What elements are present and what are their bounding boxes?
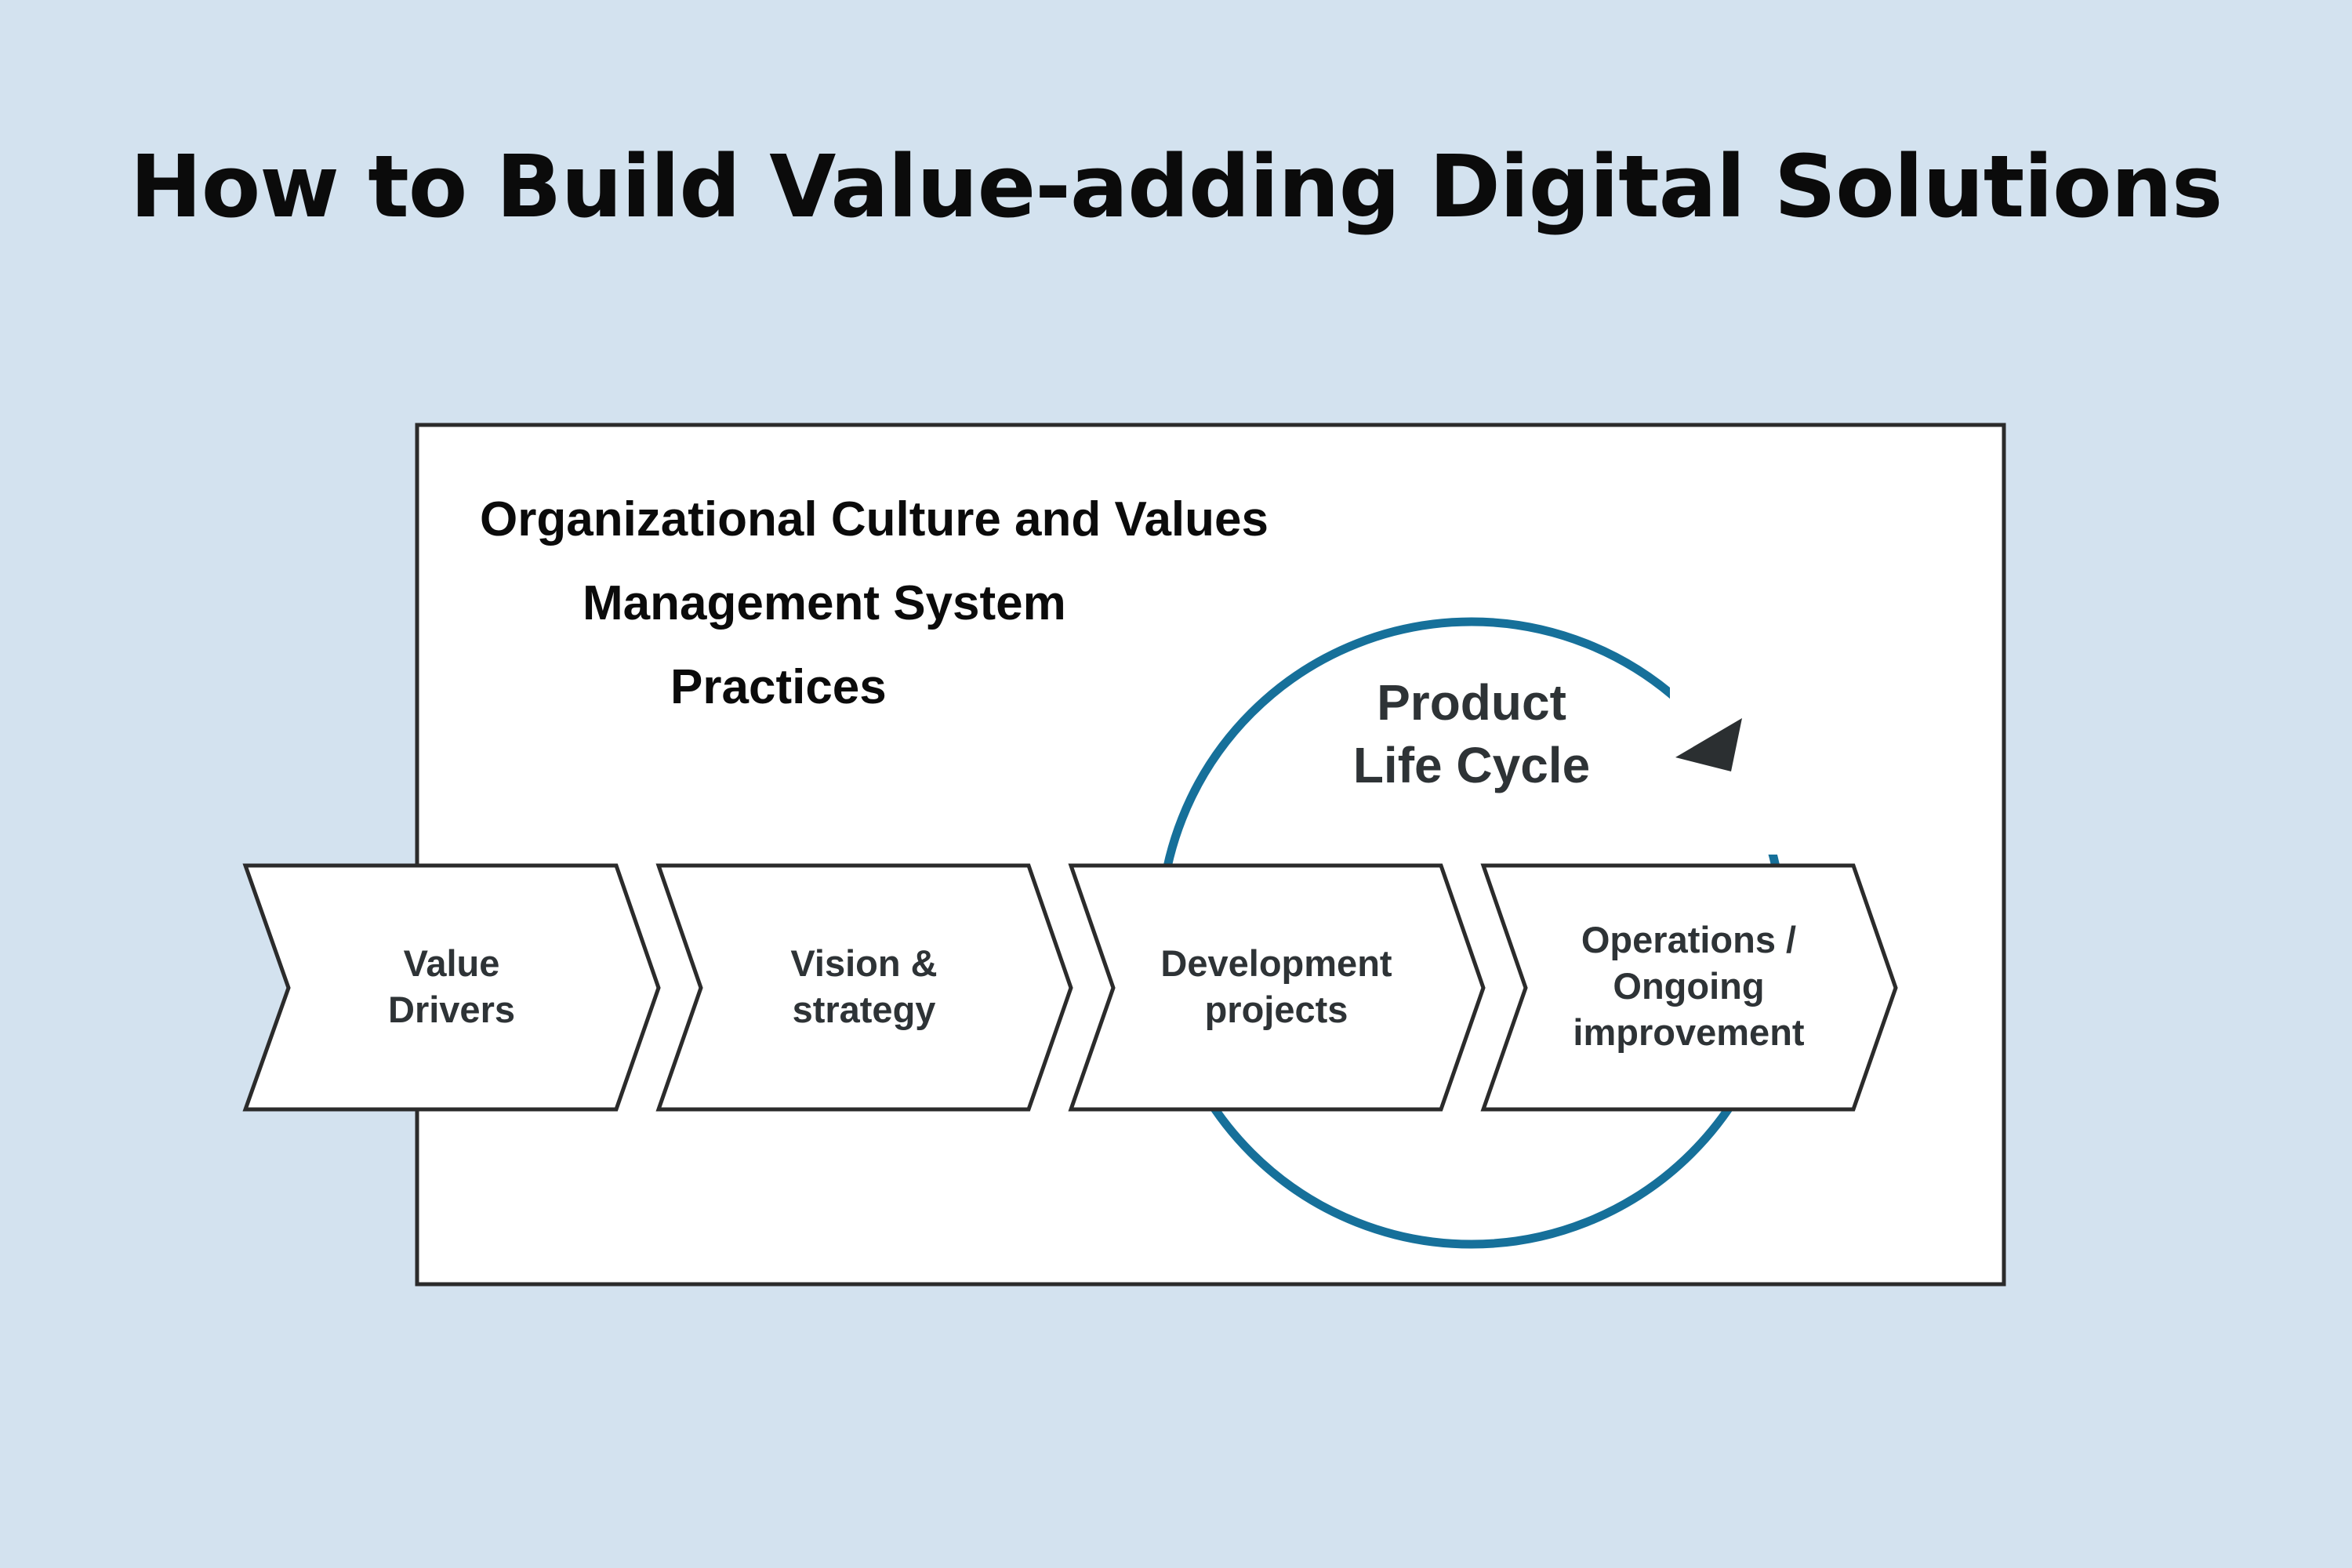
step-chevron-shape [1480,863,1898,1112]
step-label-line: Drivers [388,989,515,1030]
cycle-label-line-1: Product [1377,674,1566,731]
step-label-line: improvement [1573,1011,1804,1053]
step-label-line: Ongoing [1613,965,1764,1007]
context-layer-culture: Organizational Culture and Values [480,492,1269,546]
cycle-gap-mask [1670,682,1803,855]
cycle-label-line-2: Life Cycle [1353,737,1590,793]
context-layer-management: Management System [583,576,1066,630]
cycle-arrowhead-icon [1675,718,1742,771]
step-label-line: strategy [793,989,936,1030]
step-label-line: projects [1205,989,1348,1030]
step-value-drivers: Value Drivers [242,863,661,1112]
step-label-line: Operations / [1581,919,1796,960]
context-layer-practices: Practices [670,660,887,714]
step-operations-improvement: Operations / Ongoing improvement [1480,863,1898,1112]
step-chevron-shape [1068,863,1486,1112]
step-label-line: Value [404,942,500,984]
step-development-projects: Development projects [1068,863,1486,1112]
step-chevron-shape [655,863,1073,1112]
page-title: How to Build Value-adding Digital Soluti… [129,136,2223,237]
step-chevron-shape [242,863,661,1112]
step-label-line: Vision & [790,942,937,984]
step-vision-strategy: Vision & strategy [655,863,1073,1112]
step-label-line: Development [1160,942,1392,984]
